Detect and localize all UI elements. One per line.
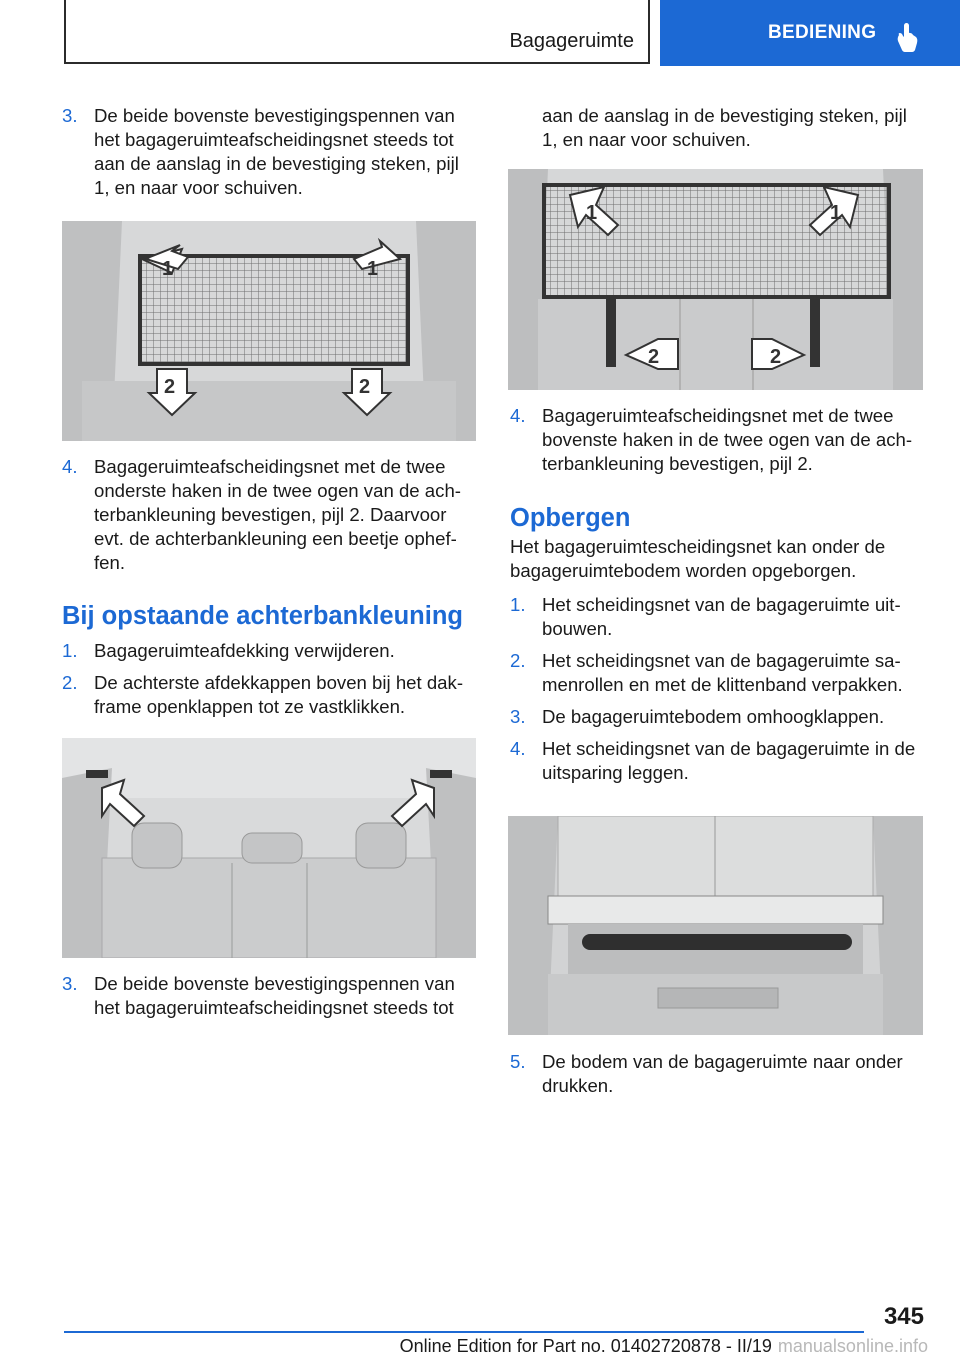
photo-roof-covers [62,738,476,958]
right-column-bottom: 5. De bodem van de bagageruimte naar ond… [510,1050,924,1098]
step-text: De beide bovenste bevestigingspennen van… [94,973,455,1018]
list-item: 1. Bagageruimteafdekking verwijderen. [62,639,476,663]
list-item: 3. De beide bovenste bevestigingspennen … [62,104,476,200]
photo-net-upright-seat: 1 1 2 2 [508,169,923,390]
photo-storage-under-floor [508,816,923,1035]
arrow-label: 1 [586,202,597,224]
step-text: Bagageruimteafscheidingsnet met de twee … [94,456,461,573]
list-item: 1. Het scheidingsnet van de bagageruimte… [510,593,924,641]
section-heading: Opbergen [510,504,631,532]
list-item: 3. De bagageruimtebodem omhoogklappen. [510,705,924,729]
photo-net-lowered-seat: 1 1 2 2 [62,221,476,441]
continuation-text: aan de aanslag in de bevestiging steken,… [542,105,907,150]
step-text: De bagageruimtebodem omhoogklappen. [542,706,885,727]
step-number: 3. [62,105,78,126]
list-item: 4. Bagageruimteafscheidingsnet met de tw… [62,455,476,575]
arrow-label: 2 [359,376,370,398]
right-column-lower: 4. Bagageruimteafscheidingsnet met de tw… [510,404,924,785]
step-number: 5. [510,1051,526,1072]
arrow-label: 2 [770,346,781,368]
list-item: 2. Het scheidingsnet van de bagageruimte… [510,649,924,697]
step-text: Het scheidingsnet van de bagageruimte in… [542,738,916,783]
pointing-hand-icon [896,23,918,58]
left-column-bottom: 3. De beide bovenste bevestigingspennen … [62,972,476,1020]
step-number: 2. [510,650,526,671]
step-number: 3. [62,973,78,994]
step-number: 4. [510,405,526,426]
footer-edition-text: Online Edition for Part no. 01402720878 … [399,1336,772,1356]
footer-rule [64,1331,864,1333]
step-text: De beide bovenste bevestigingspennen van… [94,105,459,198]
step-text: Bagageruimteafdekking verwijderen. [94,640,395,661]
list-item: 4. Bagageruimteafscheidingsnet met de tw… [510,404,924,476]
right-column: aan de aanslag in de bevestiging steken,… [510,104,924,152]
step-number: 1. [62,640,78,661]
header-section-box: Bagageruimte [64,0,650,64]
list-item: 5. De bodem van de bagageruimte naar ond… [510,1050,924,1098]
left-column-lower: 4. Bagageruimteafscheidingsnet met de tw… [62,455,476,719]
left-column: 3. De beide bovenste bevestigingspennen … [62,104,476,200]
list-item: 3. De beide bovenste bevestigingspennen … [62,972,476,1020]
step-number: 3. [510,706,526,727]
list-item: 4. Het scheidingsnet van de bagageruimte… [510,737,924,785]
step-number: 4. [62,456,78,477]
section-title: Bagageruimte [509,30,634,52]
step-text: Het scheidingsnet van de bagageruimte sa… [542,650,903,695]
intro-paragraph: Het bagageruimtescheidingsnet kan onder … [510,536,886,581]
step-number: 1. [510,594,526,615]
step-text: De bodem van de bagageruimte naar onder … [542,1051,903,1096]
arrow-label: 2 [164,376,175,398]
section-heading: Bij opstaande achterbankleuning [62,602,463,630]
step-text: Bagageruimteafscheidingsnet met de twee … [542,405,913,474]
page-number: 345 [883,1303,924,1330]
arrow-label: 1 [367,258,378,280]
watermark: manualsonline.info [777,1336,928,1356]
arrow-label: 1 [162,258,173,280]
chapter-tab[interactable]: BEDIENING [660,0,960,66]
step-number: 2. [62,672,78,693]
chapter-tab-label: BEDIENING [768,22,877,43]
arrow-label: 2 [648,346,659,368]
arrow-label: 1 [830,202,841,224]
footer-edition: Online Edition for Part no. 01402720878 … [0,1336,960,1357]
step-number: 4. [510,738,526,759]
step-text: De achterste afdekkappen boven bij het d… [94,672,464,717]
step-text: Het scheidingsnet van de bagageruimte ui… [542,594,901,639]
list-item: 2. De achterste afdekkappen boven bij he… [62,671,476,719]
